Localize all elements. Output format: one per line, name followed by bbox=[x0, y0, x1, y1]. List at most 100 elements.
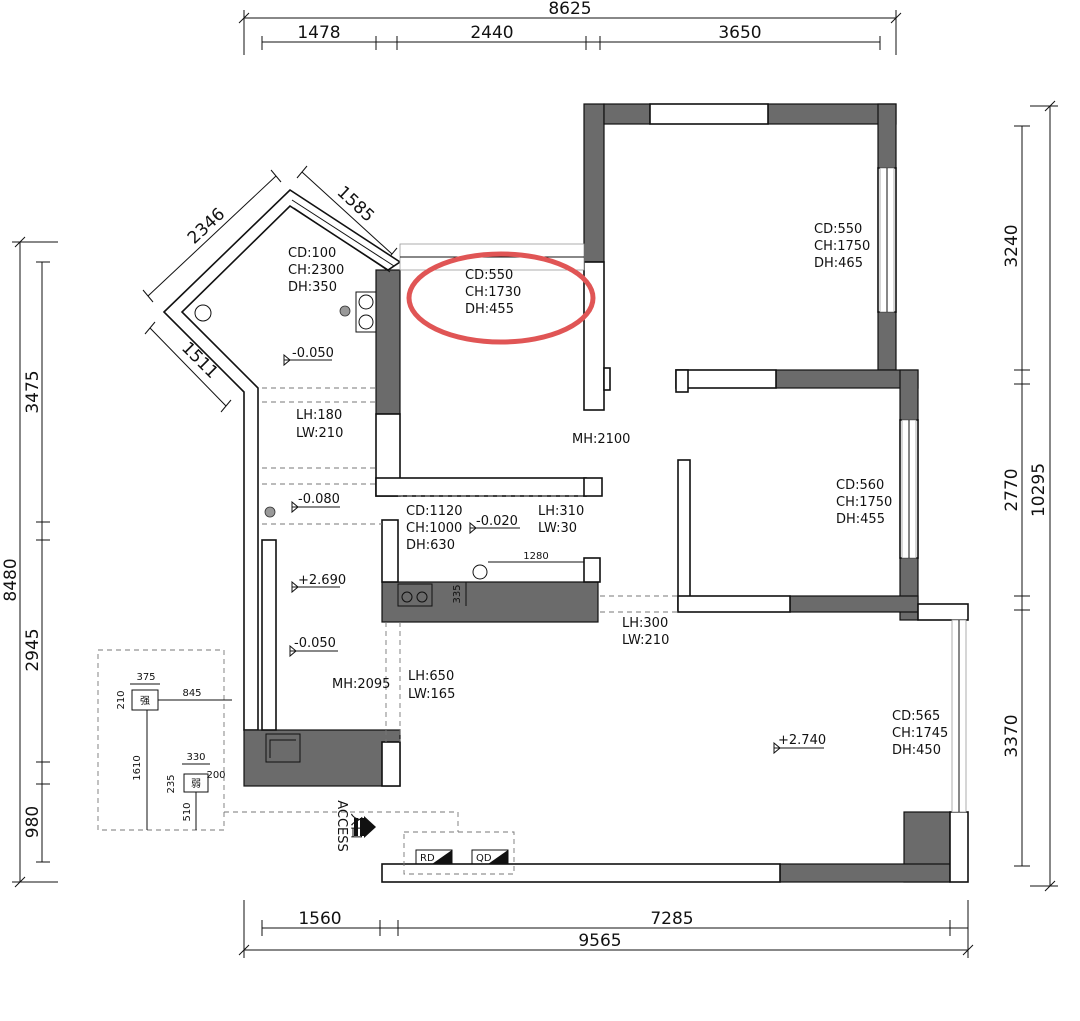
svg-text:330: 330 bbox=[186, 752, 205, 763]
room-bedroom-mid: CD:560 CH:1750 DH:455 bbox=[836, 478, 892, 527]
left-dim-1: 3475 bbox=[23, 370, 43, 413]
room-kitchen: CD:550 CH:1730 DH:455 bbox=[465, 268, 521, 317]
bath-dim-1280: 1280 bbox=[488, 551, 584, 563]
label-lh: LH:300 bbox=[622, 616, 668, 631]
label-lw: LW:30 bbox=[538, 521, 577, 536]
column bbox=[243, 729, 401, 787]
right-dim-1: 3240 bbox=[1002, 224, 1022, 267]
svg-text:210: 210 bbox=[116, 690, 127, 709]
right-dim-3: 3370 bbox=[1002, 714, 1022, 757]
label-lw: LW:210 bbox=[622, 633, 669, 648]
column bbox=[877, 103, 897, 169]
level-marker: -0.020 bbox=[469, 514, 520, 535]
column bbox=[877, 311, 897, 371]
mh-left: MH:2095 bbox=[332, 677, 390, 692]
label-cd: CD:100 bbox=[288, 246, 336, 261]
right-total-dim: 10295 bbox=[1029, 463, 1049, 517]
label-dh: DH:450 bbox=[892, 743, 941, 758]
column bbox=[381, 581, 599, 623]
room-balcony-top: CD:100 CH:2300 DH:350 bbox=[288, 246, 344, 295]
right-dimensions: 3240 2770 3370 10295 bbox=[1002, 100, 1058, 892]
svg-text:-0.080: -0.080 bbox=[298, 492, 340, 507]
dashed-lines bbox=[97, 387, 678, 875]
opening-entry: LH:650 LW:165 bbox=[408, 669, 455, 702]
level-marker: +2.690 bbox=[291, 573, 346, 594]
label-ch: CH:2300 bbox=[288, 263, 344, 278]
label-lw: LW:165 bbox=[408, 687, 455, 702]
svg-text:-0.050: -0.050 bbox=[292, 346, 334, 361]
label-lw: LW:210 bbox=[296, 426, 343, 441]
bath-dim-335: 335 bbox=[452, 582, 467, 606]
label-cd: CD:560 bbox=[836, 478, 884, 493]
svg-text:1610: 1610 bbox=[132, 755, 143, 780]
label-lh: LH:310 bbox=[538, 504, 584, 519]
label-dh: DH:350 bbox=[288, 280, 337, 295]
svg-text:弱: 弱 bbox=[191, 778, 201, 790]
walls bbox=[162, 103, 969, 883]
column bbox=[603, 103, 651, 125]
svg-text:+2.740: +2.740 bbox=[778, 733, 826, 748]
entrance-marker: ACCESS 入口 bbox=[334, 800, 376, 852]
svg-text:+2.690: +2.690 bbox=[298, 573, 346, 588]
room-bedroom-top: CD:550 CH:1750 DH:465 bbox=[814, 222, 870, 271]
left-total-dim: 8480 bbox=[1, 558, 21, 601]
panel-detail: 375 210 强 845 1610 330 235 弱 200 510 bbox=[116, 672, 232, 830]
label-cd: CD:565 bbox=[892, 709, 940, 724]
column bbox=[767, 103, 897, 125]
label-cd: CD:550 bbox=[465, 268, 513, 283]
label-ch: CH:1745 bbox=[892, 726, 948, 741]
diag-dim-2: 1585 bbox=[333, 182, 378, 226]
svg-text:235: 235 bbox=[166, 774, 177, 793]
opening-hall: LH:300 LW:210 bbox=[622, 616, 669, 648]
arrow-right-icon bbox=[364, 816, 376, 838]
label-dh: DH:455 bbox=[836, 512, 885, 527]
column bbox=[779, 863, 951, 883]
label-lh: LH:650 bbox=[408, 669, 454, 684]
svg-text:510: 510 bbox=[182, 802, 193, 821]
meter-box-rd: RD bbox=[415, 849, 453, 865]
windows bbox=[291, 167, 967, 813]
svg-text:1280: 1280 bbox=[523, 551, 548, 562]
diagonal-dimensions: 2346 1585 1511 bbox=[142, 165, 398, 413]
bottom-dim-1: 1560 bbox=[298, 909, 341, 929]
level-marker: -0.050 bbox=[289, 636, 338, 658]
label-dh: DH:630 bbox=[406, 538, 455, 553]
label-cd: CD:550 bbox=[814, 222, 862, 237]
svg-text:845: 845 bbox=[182, 688, 201, 699]
svg-text:-0.050: -0.050 bbox=[294, 636, 336, 651]
fixtures bbox=[194, 291, 488, 763]
label-ch: CH:1750 bbox=[814, 239, 870, 254]
level-marker: -0.050 bbox=[283, 346, 334, 367]
label-lh: LH:180 bbox=[296, 408, 342, 423]
svg-text:RD: RD bbox=[420, 853, 435, 864]
svg-text:QD: QD bbox=[476, 853, 492, 864]
label-cd: CD:1120 bbox=[406, 504, 463, 519]
opening-corridor: LH:180 LW:210 bbox=[296, 408, 343, 441]
column bbox=[775, 369, 919, 389]
label-dh: DH:465 bbox=[814, 256, 863, 271]
label-ch: CH:1750 bbox=[836, 495, 892, 510]
left-dim-2: 2945 bbox=[23, 628, 43, 671]
svg-text:-0.020: -0.020 bbox=[476, 514, 518, 529]
svg-text:375: 375 bbox=[136, 672, 155, 683]
left-dim-3: 980 bbox=[23, 806, 43, 838]
top-dim-3: 3650 bbox=[718, 23, 761, 43]
highlight-circle bbox=[406, 251, 596, 345]
top-total-dim: 8625 bbox=[548, 0, 591, 19]
svg-text:335: 335 bbox=[452, 584, 463, 603]
bottom-dimensions: 1560 7285 9565 bbox=[238, 900, 974, 958]
opening-bath-vent: LH:310 LW:30 bbox=[538, 504, 584, 536]
svg-text:200: 200 bbox=[206, 770, 225, 781]
bottom-dim-2: 7285 bbox=[650, 909, 693, 929]
label-ch: CH:1000 bbox=[406, 521, 462, 536]
right-dim-2: 2770 bbox=[1002, 468, 1022, 511]
column bbox=[789, 595, 919, 613]
room-bath: CD:1120 CH:1000 DH:630 bbox=[406, 504, 463, 553]
top-dimensions: 8625 1478 2440 3650 bbox=[238, 0, 902, 55]
meter-box-qd: QD bbox=[471, 849, 509, 865]
level-marker: +2.740 bbox=[773, 733, 826, 755]
svg-text:强: 强 bbox=[140, 695, 150, 707]
room-living: CD:565 CH:1745 DH:450 bbox=[892, 709, 948, 758]
column bbox=[899, 369, 919, 421]
